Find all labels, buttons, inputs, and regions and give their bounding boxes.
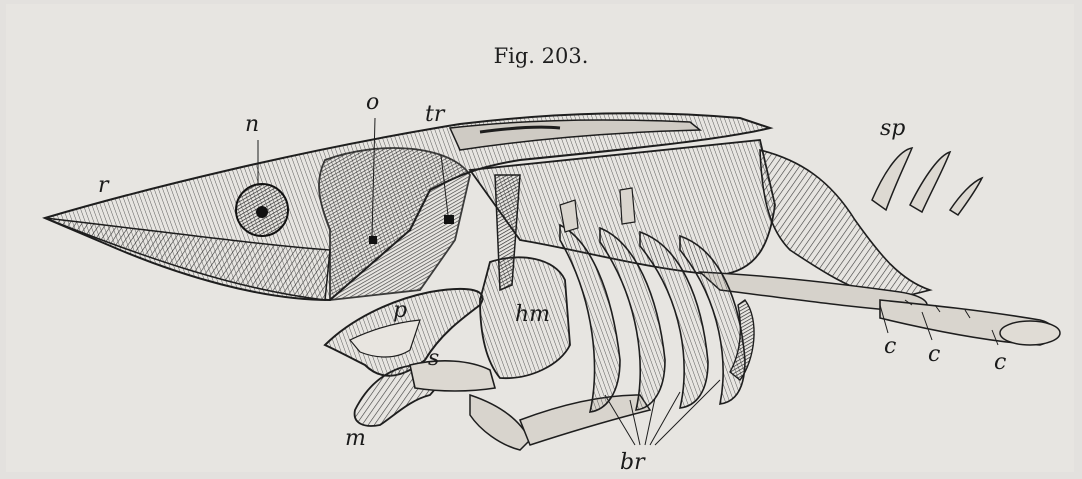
label-c-third: c bbox=[994, 352, 1006, 374]
label-r: r bbox=[98, 175, 109, 197]
label-sp: sp bbox=[880, 118, 905, 140]
label-s: s bbox=[428, 348, 439, 370]
label-n: n bbox=[245, 114, 259, 136]
label-br: br bbox=[620, 452, 645, 474]
label-c-second: c bbox=[928, 344, 940, 366]
label-p: p bbox=[393, 300, 407, 322]
label-m: m bbox=[345, 428, 366, 450]
label-o: o bbox=[366, 92, 379, 114]
label-c-first: c bbox=[884, 336, 896, 358]
label-tr: tr bbox=[425, 104, 444, 126]
label-hm: hm bbox=[515, 304, 550, 326]
